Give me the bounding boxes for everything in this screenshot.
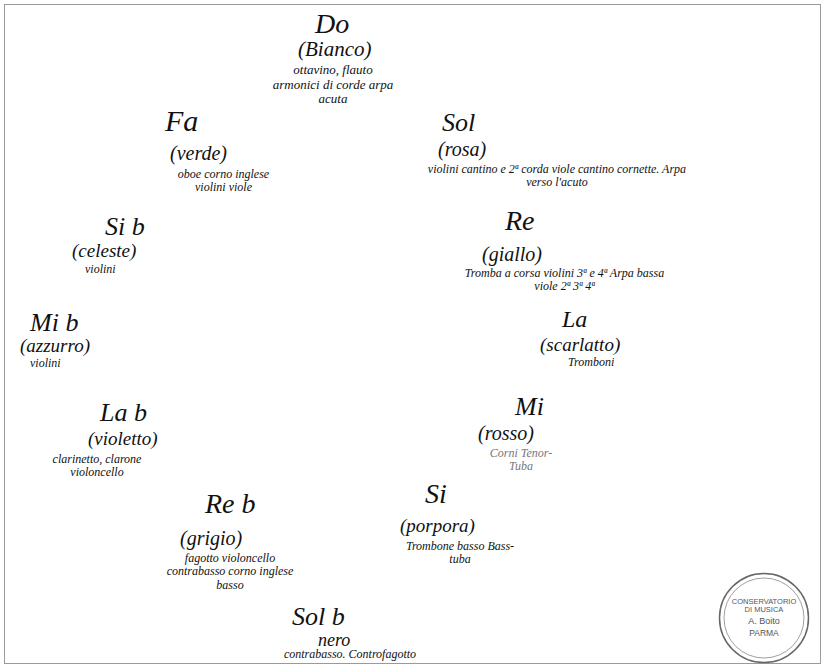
color-name: (azzurro) xyxy=(20,335,90,356)
note-name: Sol xyxy=(442,108,475,137)
note-name: Re xyxy=(505,205,535,236)
stamp-text: PARMA xyxy=(749,629,779,638)
stamp-text: CONSERVATORIO DI MUSICA xyxy=(731,598,797,615)
stamp-ring xyxy=(720,574,809,663)
instrument-list: violini xyxy=(30,357,61,370)
instrument-list: oboe corno inglese violini viole xyxy=(176,168,271,195)
instrument-list: violini cantino e 2ª corda viole cantino… xyxy=(418,163,696,190)
instrument-list: ottavino, flauto armonici di corde arpa … xyxy=(272,63,394,107)
instrument-list: Tromba a corsa violini 3ª e 4ª Arpa bass… xyxy=(462,267,667,294)
instrument-list: violini xyxy=(85,263,116,276)
frame-border xyxy=(5,5,821,664)
stamp-inner-ring xyxy=(724,578,804,658)
instrument-list: Trombone basso Bass-tuba xyxy=(400,540,520,567)
instrument-list: fagotto violoncello contrabasso corno in… xyxy=(160,552,300,592)
color-name: (celeste) xyxy=(72,240,136,261)
color-name: (rosa) xyxy=(438,138,486,160)
instrument-list: clarinetto, clarone violoncello xyxy=(36,453,158,480)
color-name: (grigio) xyxy=(180,527,242,549)
instrument-list: Corni Tenor-Tuba xyxy=(480,447,562,474)
note-name: La b xyxy=(100,398,147,427)
color-name: (rosso) xyxy=(478,422,534,444)
note-name: La xyxy=(562,306,587,333)
note-name: Re b xyxy=(205,488,256,519)
color-name: (verde) xyxy=(170,142,227,164)
note-name: Fa xyxy=(165,104,198,138)
color-name: (violetto) xyxy=(88,428,158,449)
note-name: Si xyxy=(425,478,447,509)
note-name: Si b xyxy=(105,212,145,241)
note-name: Mi b xyxy=(30,308,78,337)
note-name: Sol b xyxy=(292,602,345,631)
color-name: (giallo) xyxy=(482,243,542,265)
note-name: Mi xyxy=(515,392,544,421)
color-name: (Bianco) xyxy=(298,38,371,62)
stamp-circle: CONSERVATORIO DI MUSICA A. BoitoPARMA xyxy=(718,572,810,664)
color-name: (porpora) xyxy=(400,515,475,536)
stamp-text: A. Boito xyxy=(748,617,780,627)
instrument-list: contrabasso. Controfagotto xyxy=(250,648,450,661)
note-name: Do xyxy=(315,8,349,39)
color-name: (scarlatto) xyxy=(540,334,620,355)
instrument-list: Tromboni xyxy=(568,356,614,369)
